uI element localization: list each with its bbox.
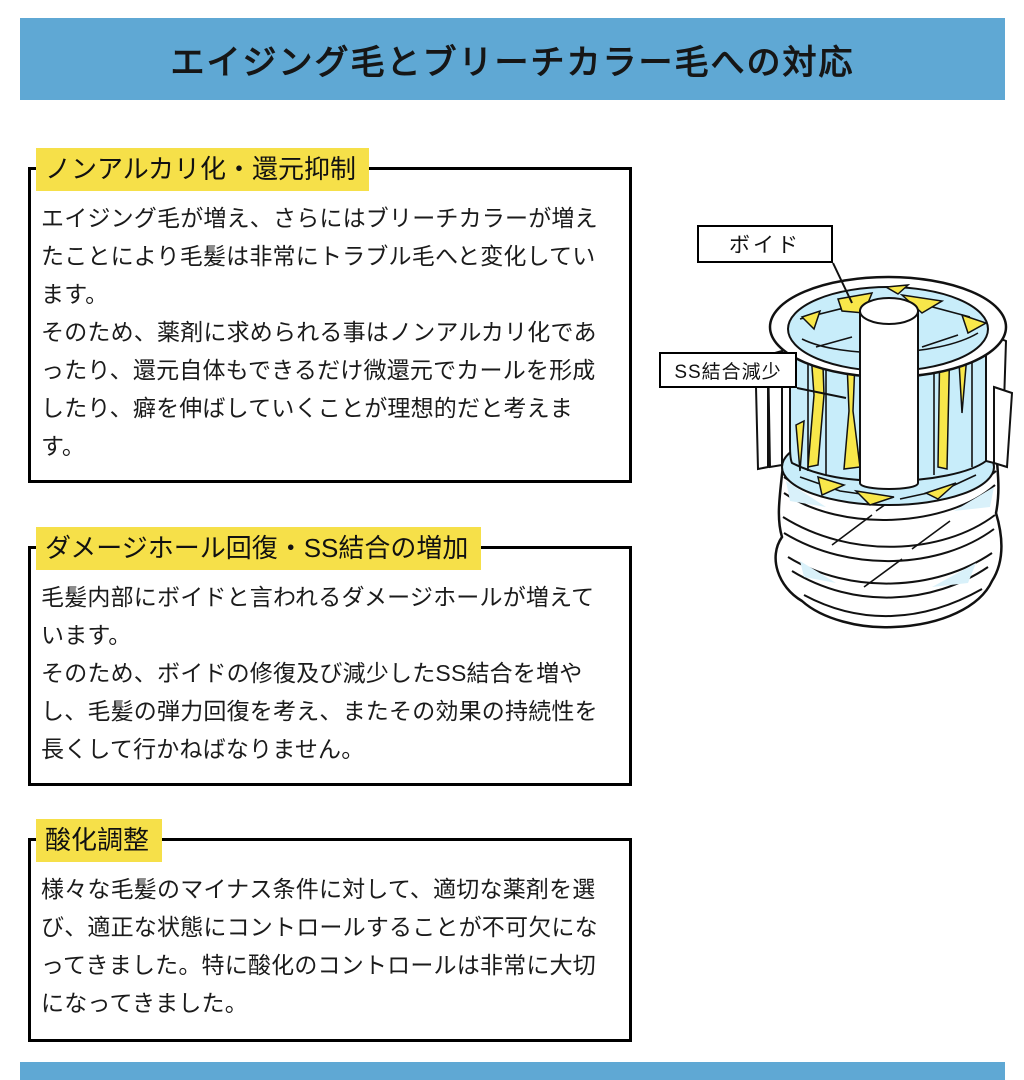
section-title-oxidation: 酸化調整 — [36, 819, 163, 862]
section-body-damage-hole: 毛髪内部にボイドと言われるダメージホールが増えています。 そのため、ボイドの修復… — [41, 584, 598, 762]
footer-bar — [20, 1062, 1005, 1080]
section-title-text: ノンアルカリ化・還元抑制 — [45, 154, 356, 184]
medulla-cylinder — [859, 297, 919, 490]
section-title-text: ダメージホール回復・SS結合の増加 — [45, 533, 469, 563]
label-void: ボイド — [697, 225, 833, 263]
section-body-non-alkali: エイジング毛が増え、さらにはブリーチカラーが増えたことにより毛髪は非常にトラブル… — [41, 205, 598, 459]
section-oxidation: 酸化調整 様々な毛髪のマイナス条件に対して、適切な薬剤を選び、適正な状態にコント… — [28, 819, 632, 1042]
label-ss-text: SS結合減少 — [674, 361, 782, 383]
hair-structure-illustration — [754, 262, 1014, 629]
header-banner: エイジング毛とブリーチカラー毛への対応 — [20, 18, 1005, 100]
section-damage-hole: ダメージホール回復・SS結合の増加 毛髪内部にボイドと言われるダメージホールが増… — [28, 527, 632, 786]
section-title-text: 酸化調整 — [45, 825, 150, 855]
label-void-text: ボイド — [729, 234, 801, 257]
section-title-damage-hole: ダメージホール回復・SS結合の増加 — [36, 527, 482, 570]
section-non-alkali: ノンアルカリ化・還元抑制 エイジング毛が増え、さらにはブリーチカラーが増えたこと… — [28, 148, 632, 483]
section-title-non-alkali: ノンアルカリ化・還元抑制 — [36, 148, 369, 191]
cuticle-wrapped-shell — [774, 459, 1003, 629]
void-leader-line — [832, 262, 853, 304]
ss-leader-line — [796, 387, 847, 399]
section-body-oxidation: 様々な毛髪のマイナス条件に対して、適切な薬剤を選び、適正な状態にコントロールする… — [41, 876, 598, 1016]
page-title: エイジング毛とブリーチカラー毛への対応 — [170, 43, 855, 82]
label-ss-bond-decrease: SS結合減少 — [659, 352, 797, 388]
